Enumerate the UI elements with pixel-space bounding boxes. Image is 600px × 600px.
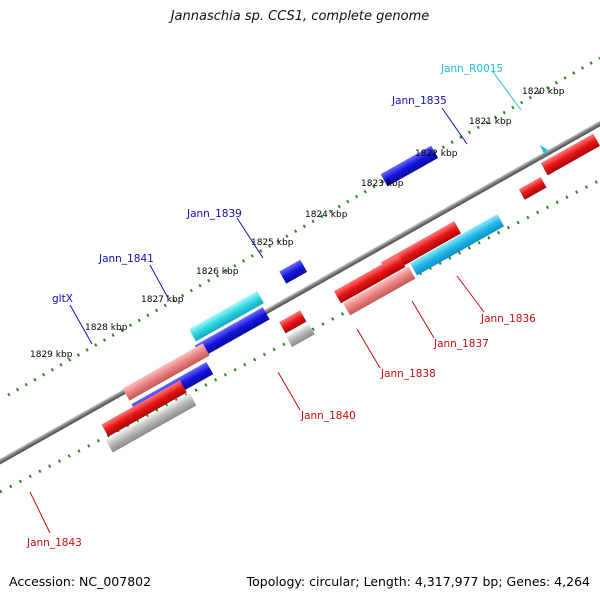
gene-jann-1841[interactable] (194, 307, 270, 358)
gene-label-gltx[interactable]: gltX (52, 293, 73, 305)
kbp-label: 1823 kbp (361, 179, 404, 189)
leader-jann-1840 (277, 371, 301, 411)
gene-jann-1843[interactable] (101, 380, 187, 437)
gene-jann-1836[interactable] (401, 221, 462, 263)
kbp-label: 1827 kbp (141, 295, 184, 305)
leader-jann-r0015 (492, 71, 522, 111)
outer-tick-track (7, 56, 600, 397)
kbp-label: 1820 kbp (522, 87, 565, 97)
leader-gltx (69, 304, 93, 345)
gene-label-jann-1835[interactable]: Jann_1835 (391, 95, 447, 107)
kbp-label: 1826 kbp (196, 267, 239, 277)
leader-jann-1841 (149, 264, 169, 299)
gene-jann-1839[interactable] (279, 259, 308, 284)
gene-label-jann-1841[interactable]: Jann_1841 (98, 253, 154, 265)
gene-jann-1838[interactable] (334, 254, 406, 304)
kbp-label: 1824 kbp (305, 210, 348, 220)
gene-jann-1835[interactable] (380, 145, 439, 187)
gene-jann-1840[interactable] (279, 310, 307, 334)
gene-right-b[interactable] (540, 133, 600, 176)
genome-backbone (0, 115, 600, 474)
leader-jann-1843 (29, 491, 51, 534)
leader-jann-1836 (456, 275, 485, 313)
gene-label-jann-1838[interactable]: Jann_1838 (380, 368, 436, 380)
leader-jann-1837 (411, 300, 435, 339)
topology-text: Topology: circular; Length: 4,317,977 bp… (246, 574, 590, 589)
gene-jann-1840-other[interactable] (286, 323, 315, 347)
kbp-label: 1822 kbp (415, 149, 458, 159)
gene-label-jann-1836[interactable]: Jann_1836 (480, 313, 536, 325)
gene-label-jann-1839[interactable]: Jann_1839 (186, 208, 242, 220)
gene-label-jann-1843[interactable]: Jann_1843 (26, 537, 82, 549)
gene-gltx-pseudo[interactable] (122, 343, 210, 401)
gene-jann-r0015[interactable] (540, 145, 548, 154)
leader-jann-1839 (236, 217, 264, 259)
map-title: Jannaschia sp. CCS1, complete genome (170, 9, 430, 24)
gene-jann-1841-rna[interactable] (189, 290, 264, 342)
accession-text: Accession: NC_007802 (9, 574, 152, 589)
kbp-label: 1828 kbp (85, 323, 128, 333)
leader-jann-1838 (356, 328, 381, 369)
kbp-label: 1821 kbp (469, 117, 512, 127)
gene-label-jann-1837[interactable]: Jann_1837 (433, 338, 489, 350)
kbp-label: 1825 kbp (251, 238, 294, 248)
gene-label-jann-1840[interactable]: Jann_1840 (300, 410, 356, 422)
gene-jann-1836-rna[interactable] (410, 214, 505, 276)
gene-jann-1843-other[interactable] (105, 393, 197, 453)
gene-right-a[interactable] (518, 177, 547, 200)
gene-jann-1838-pseudo[interactable] (343, 266, 416, 316)
kbp-label: 1829 kbp (30, 350, 73, 360)
gene-label-jann-r0015[interactable]: Jann_R0015 (440, 63, 503, 75)
leader-jann-1835 (441, 107, 468, 145)
